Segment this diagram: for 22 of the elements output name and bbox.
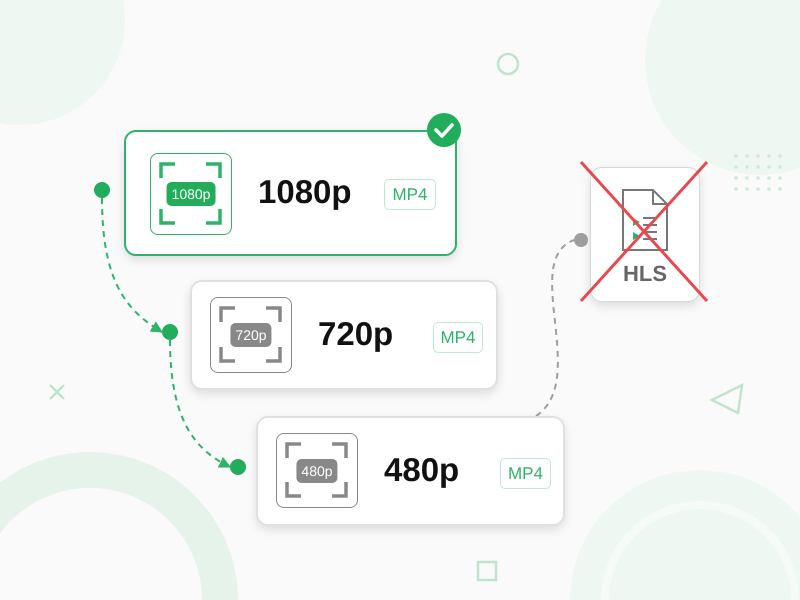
format-tag	[433, 322, 483, 353]
format-tag	[384, 179, 436, 210]
resolution-label: 480p	[384, 451, 460, 489]
option-card	[190, 280, 498, 390]
resolution-label: 1080p	[258, 173, 352, 211]
format-label: MP4	[392, 184, 428, 204]
dot-marker	[162, 324, 178, 340]
dashed-arrow	[101, 198, 164, 333]
resolution-label: 720p	[318, 315, 394, 353]
dot-marker	[230, 459, 246, 475]
dashed-arrow	[169, 340, 232, 468]
format-label: HLS	[622, 261, 668, 287]
dot-marker	[574, 233, 588, 247]
option-card	[256, 416, 565, 526]
dot-marker	[94, 182, 110, 198]
format-label: MP4	[440, 328, 476, 348]
resolution-badge: 720p	[230, 323, 272, 347]
format-tag	[500, 458, 551, 489]
dashed-line	[535, 239, 575, 417]
resolution-badge: 480p	[296, 458, 338, 482]
resolution-badge: 1080p	[166, 182, 216, 206]
format-label: MP4	[508, 464, 543, 484]
